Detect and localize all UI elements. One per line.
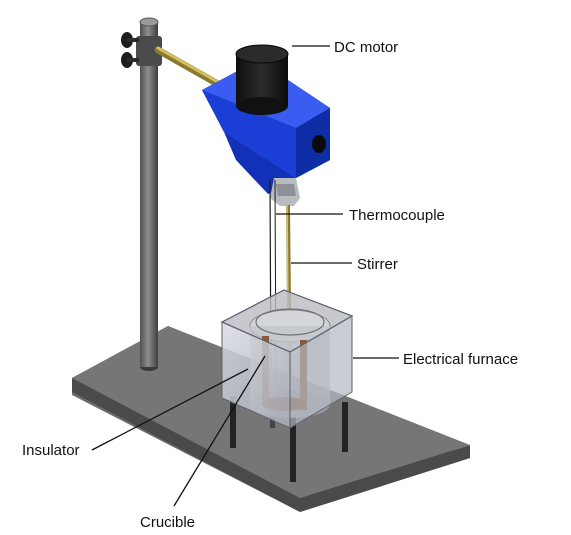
support-pole [139,17,159,371]
labels: DC motor Thermocouple Stirrer Electrical… [22,39,518,531]
label-insulator: Insulator [22,442,80,459]
label-thermocouple: Thermocouple [349,207,445,224]
dc-motor [202,44,330,206]
leader-crucible [173,355,266,507]
leader-insulator [91,368,249,451]
label-stirrer: Stirrer [357,256,398,273]
leader-lines [91,45,399,507]
label-crucible: Crucible [140,514,195,531]
label-dc-motor: DC motor [334,39,398,56]
pole-clamp [121,32,162,68]
electrical-furnace [220,289,354,482]
label-electrical-furnace: Electrical furnace [403,351,518,368]
